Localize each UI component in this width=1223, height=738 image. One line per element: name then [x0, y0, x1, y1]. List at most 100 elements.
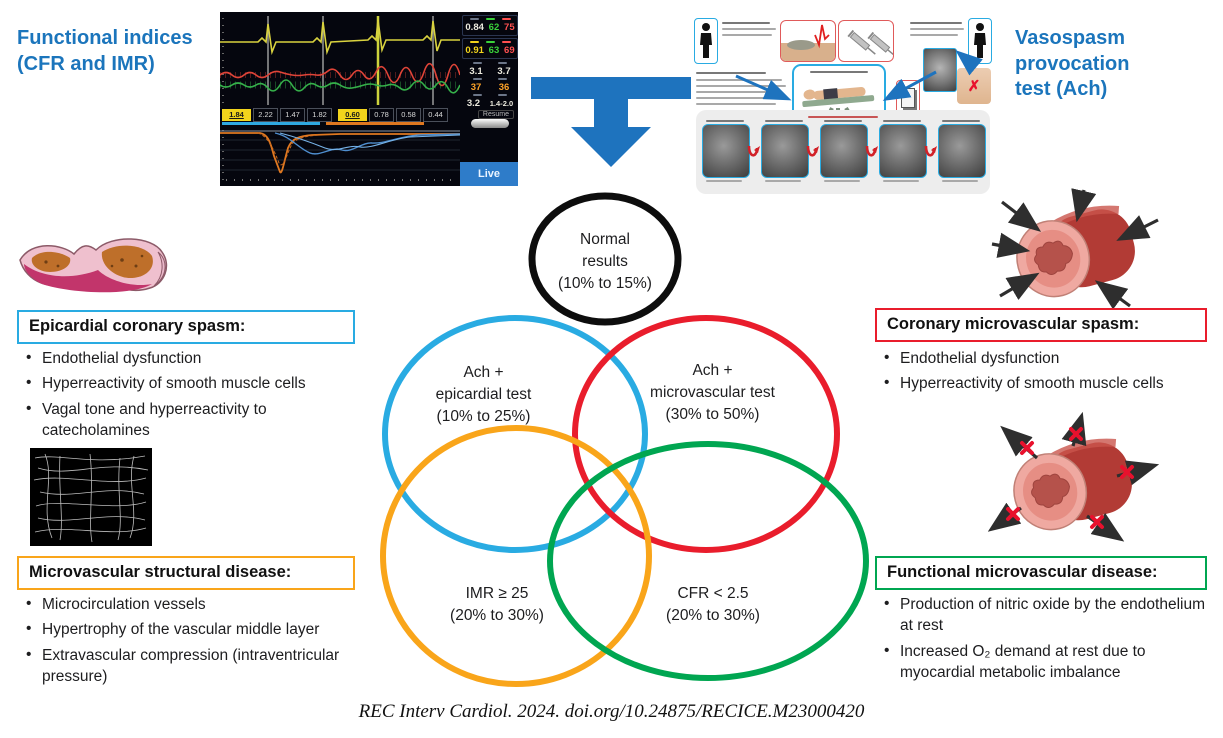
box-title: Microvascular structural disease: — [29, 563, 292, 581]
flow-arrows — [735, 50, 983, 101]
u-turn-arrow-icon — [747, 145, 760, 157]
numeric-panel: 0.84 62 75 0.91 63 69 3.1 3.7 37 — [462, 15, 518, 128]
venn-label-imr: IMR ≥ 25 (20% to 30%) — [407, 583, 587, 627]
venn-label-line: CFR < 2.5 — [677, 585, 749, 602]
angiogram-frame — [879, 124, 927, 178]
venn-label-line: epicardial test — [435, 386, 532, 403]
title-line: (CFR and IMR) — [17, 52, 155, 75]
flow-curve-orange — [220, 132, 460, 174]
u-turn-arrow-icon — [865, 145, 878, 157]
venn-label-line: microvascular test — [650, 384, 775, 401]
epicardial-spasm-box: Epicardial coronary spasm: — [17, 310, 355, 344]
panel-value: 0.91 — [465, 45, 484, 56]
ecg-trace — [220, 19, 460, 56]
panel-value: 62 — [488, 22, 500, 33]
u-turn-arrow-icon — [924, 145, 937, 157]
microvasculature-fibers — [33, 453, 149, 543]
list-item: Endothelial dysfunction — [882, 347, 1216, 369]
venn-label-line: (10% to 25%) — [436, 408, 531, 425]
venn-label-line: Ach + — [692, 362, 733, 379]
panel-value: 63 — [488, 45, 500, 56]
epicardial-spasm-list: Endothelial dysfunction Hyperreactivity … — [24, 347, 360, 446]
vasospasm-test-title: Vasospasm provocation test (Ach) — [1015, 26, 1129, 103]
functional-disease-box: Functional microvascular disease: — [875, 556, 1207, 590]
structural-disease-list: Microcirculation vessels Hypertrophy of … — [24, 593, 372, 692]
u-turn-arrow-icon — [806, 145, 819, 157]
pd-pressure-trace — [220, 79, 460, 94]
list-item: Endothelial dysfunction — [24, 347, 360, 369]
angiogram-frame — [702, 124, 750, 178]
citation: REC Interv Cardiol. 2024. doi.org/10.248… — [358, 701, 865, 722]
flow-curve-blue2 — [279, 132, 460, 151]
venn-label-microvascular: Ach + microvascular test (30% to 50%) — [620, 360, 805, 426]
strip-value: 0.78 — [369, 107, 394, 122]
inward-arrow-icon — [991, 188, 1159, 310]
scroll-capsule — [471, 119, 509, 128]
box-title: Epicardial coronary spasm: — [29, 317, 246, 335]
list-item: Vagal tone and hyperreactivity to catech… — [24, 398, 360, 442]
strip-value: 1.82 — [307, 107, 332, 122]
list-item: Hyperreactivity of smooth muscle cells — [24, 372, 360, 394]
panel-value: 0.84 — [465, 22, 484, 33]
microvasculature-photo — [30, 448, 152, 546]
down-arrow-icon — [531, 77, 691, 167]
venn-circle-green — [547, 441, 869, 681]
list-item: Microcirculation vessels — [24, 593, 372, 615]
measurement-strip: 1.84 2.22 1.47 1.82 0.60 0.78 0.58 0.44 … — [222, 107, 514, 126]
flow-curve-orange-dashed — [257, 132, 321, 166]
medication-box — [838, 20, 894, 62]
panel-value: 1.4-2.0 — [489, 99, 514, 108]
functional-disease-list: Production of nitric oxide by the endoth… — [882, 593, 1212, 688]
panel-value: 3.7 — [497, 66, 511, 77]
strip-value: 2.22 — [253, 107, 278, 122]
vasospasm-protocol-infographic: ✗ — [680, 6, 996, 198]
panel-value: 3.2 — [466, 98, 481, 109]
title-line: test (Ach) — [1015, 78, 1108, 101]
flow-curve-blue — [274, 132, 460, 155]
coronary-micro-spasm-list: Endothelial dysfunction Hyperreactivity … — [882, 347, 1216, 399]
venn-label-normal: Normal results (10% to 15%) — [520, 229, 690, 295]
blocked-x-icon — [1006, 427, 1134, 529]
person-icon — [700, 23, 712, 58]
list-item: Production of nitric oxide by the endoth… — [882, 593, 1212, 637]
strip-value: 0.44 — [423, 107, 448, 122]
panel-value: 75 — [504, 22, 515, 33]
venn-label-line: (20% to 30%) — [666, 607, 760, 624]
ecg-icon — [781, 24, 835, 61]
title-line: Vasospasm — [1015, 27, 1126, 49]
vessel-constriction-illustration — [991, 188, 1159, 310]
coronary-micro-spasm-box: Coronary microvascular spasm: — [875, 308, 1207, 342]
ecg-monitoring-box — [780, 20, 836, 62]
list-item: Extravascular compression (intraventricu… — [24, 644, 372, 688]
panel-value: 37 — [470, 82, 482, 93]
venn-label-epicardial: Ach + epicardial test (10% to 25%) — [396, 362, 571, 428]
resume-button[interactable]: Resume — [477, 110, 514, 119]
box-title: Coronary microvascular spasm: — [887, 315, 1140, 333]
patient-option1-box — [694, 18, 718, 64]
box-title: Functional microvascular disease: — [887, 563, 1158, 581]
venn-circle-orange — [380, 425, 652, 687]
strip-value: 0.58 — [396, 107, 421, 122]
angiogram-frame — [820, 124, 868, 178]
list-item: Increased O₂ demand at rest due to myoca… — [882, 640, 1212, 684]
panel-value: 69 — [504, 45, 515, 56]
artery-cross-section-illustration — [19, 238, 168, 293]
venn-label-line: IMR ≥ 25 — [465, 585, 529, 602]
vessel-dilation-failure-illustration — [987, 412, 1160, 542]
live-button[interactable]: Live — [460, 162, 518, 186]
venn-label-cfr: CFR < 2.5 (20% to 30%) — [623, 583, 803, 627]
syringe-icon — [847, 29, 893, 57]
monitor-screenshot: 1.84 2.22 1.47 1.82 0.60 0.78 0.58 0.44 … — [220, 12, 518, 186]
venn-label-line: results — [582, 253, 628, 270]
pdpa-value-box: 1.84 — [222, 108, 251, 121]
angiogram-frame — [938, 124, 986, 178]
panel-value: 36 — [498, 82, 510, 93]
venn-label-line: (20% to 30%) — [450, 607, 544, 624]
venn-label-line: (10% to 15%) — [558, 275, 652, 292]
venn-circle-red — [572, 315, 840, 553]
vasoreactivity-sequence-strip — [696, 110, 990, 194]
angiogram-frame — [761, 124, 809, 178]
venn-label-line: (30% to 50%) — [665, 406, 760, 423]
title-line: provocation — [1015, 52, 1130, 75]
